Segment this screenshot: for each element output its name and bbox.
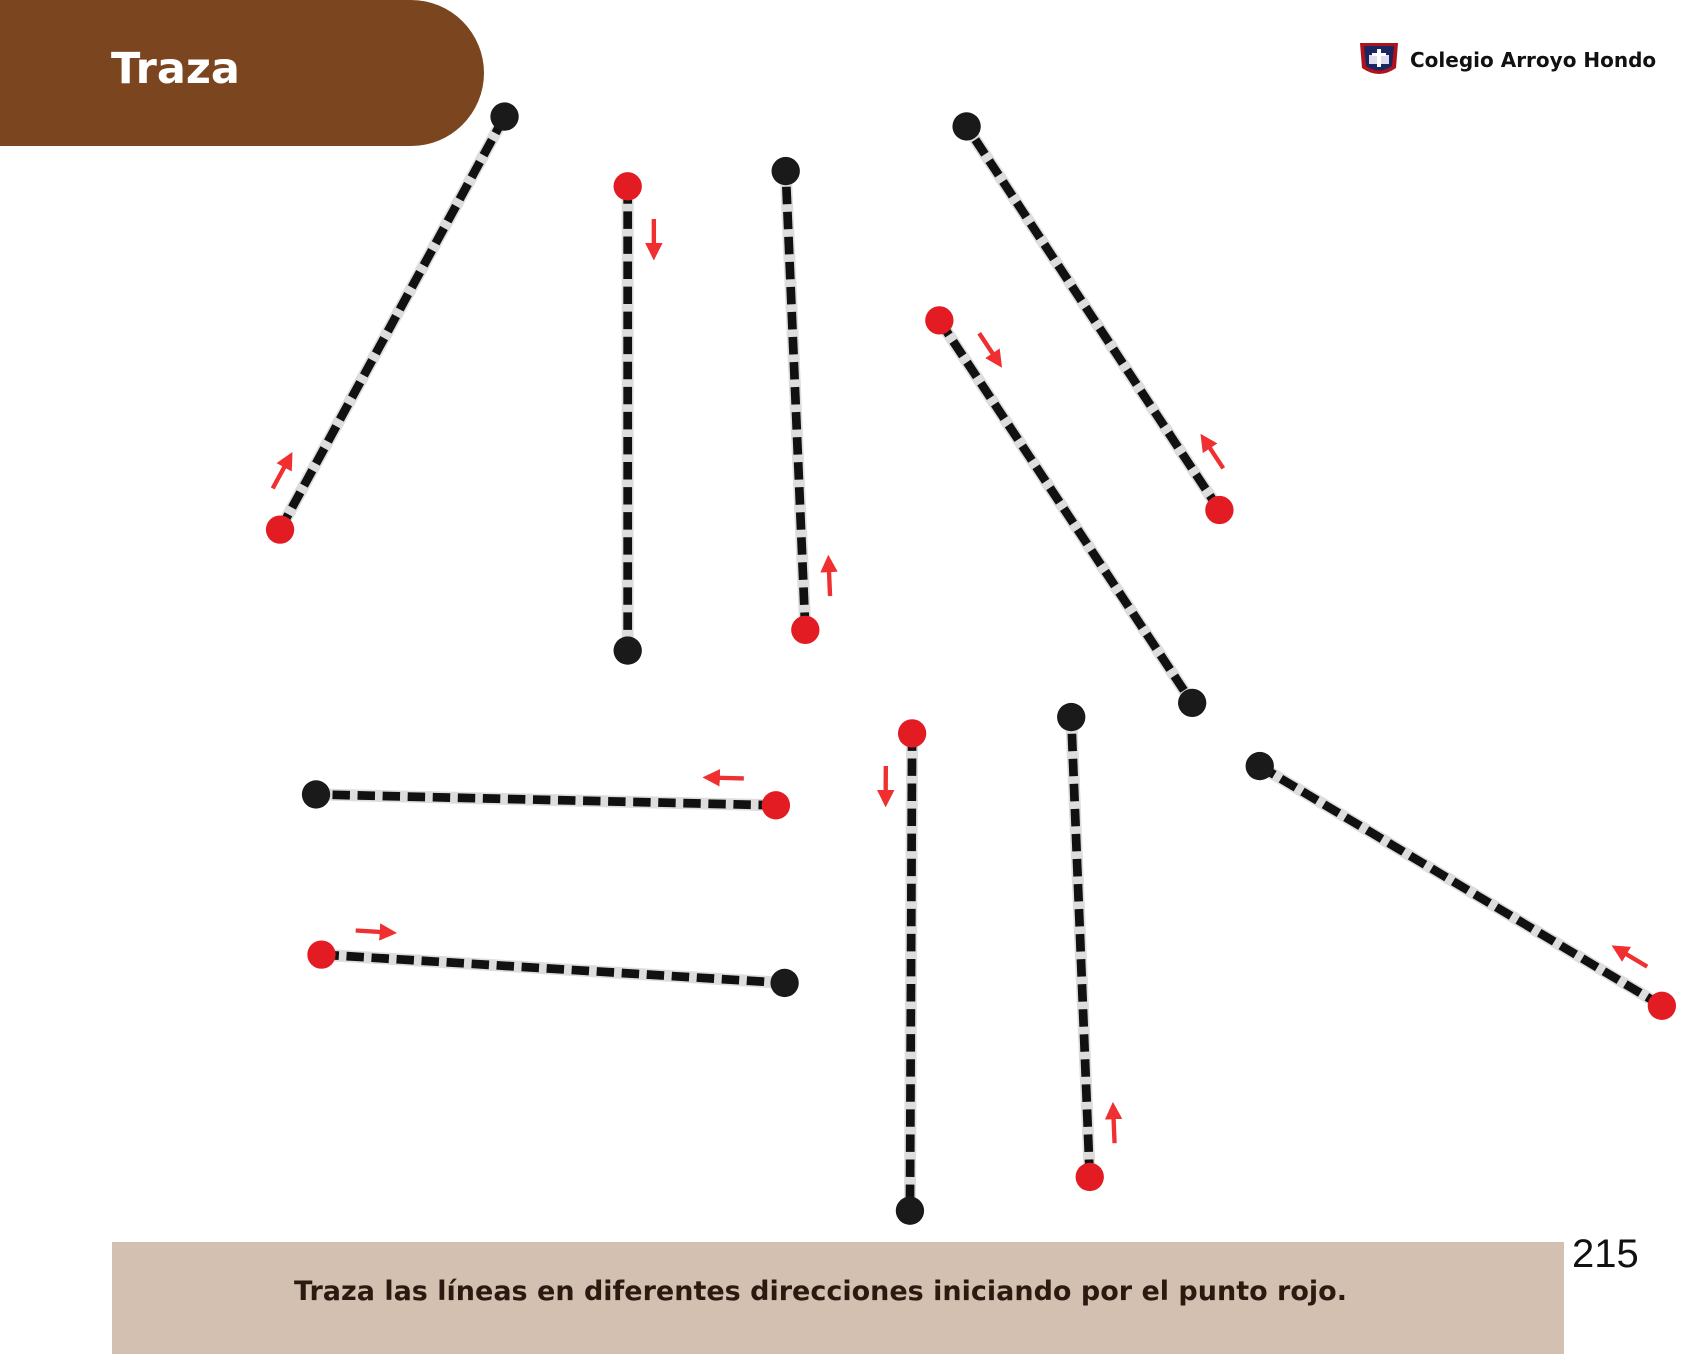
start-dot (1075, 1162, 1104, 1192)
dashed-trace-line (315, 790, 777, 810)
end-dot (1057, 702, 1086, 732)
start-dot (265, 515, 295, 544)
page-number: 215 (1572, 1232, 1639, 1276)
school-crest-icon (1360, 43, 1398, 74)
direction-arrow-icon (355, 923, 398, 941)
end-dot (613, 636, 642, 665)
dashed-trace-line (321, 950, 785, 988)
end-dot (1178, 688, 1207, 718)
start-dot (307, 940, 336, 969)
end-dot (770, 968, 799, 998)
end-dot (771, 156, 800, 186)
dashed-trace-line (935, 317, 1196, 706)
start-dot (761, 791, 791, 820)
start-dot (1647, 991, 1677, 1020)
direction-arrow-icon (977, 332, 1003, 368)
start-dot (897, 719, 927, 748)
instruction-box: Traza las líneas en diferentes direccion… (112, 1242, 1564, 1354)
section-header: Traza (0, 0, 484, 146)
dashed-trace-line (905, 733, 917, 1211)
start-dot (925, 306, 954, 335)
dashed-trace-line (1066, 716, 1095, 1178)
end-dot (895, 1196, 925, 1225)
dashed-trace-line (781, 170, 810, 631)
start-dot (791, 615, 820, 645)
school-name: Colegio Arroyo Hondo (1410, 48, 1657, 72)
dashed-trace-line (962, 124, 1224, 513)
dashed-trace-line (1257, 762, 1665, 1010)
section-title: Traza (111, 44, 240, 94)
instruction-text: Traza las líneas en diferentes direccion… (294, 1276, 1347, 1307)
direction-arrow-icon (1104, 1101, 1123, 1144)
direction-arrow-icon (702, 769, 744, 787)
direction-arrow-icon (1200, 433, 1226, 470)
start-dot (1205, 495, 1234, 525)
end-dot (1245, 751, 1274, 781)
start-dot (613, 172, 642, 201)
end-dot (301, 780, 331, 809)
end-dot (952, 112, 981, 141)
direction-arrow-icon (820, 554, 838, 597)
direction-arrow-icon (270, 452, 293, 490)
dashed-trace-line (276, 114, 509, 532)
direction-arrow-icon (1611, 945, 1649, 969)
school-brand: Colegio Arroyo Hondo (1358, 40, 1656, 80)
end-dot (490, 102, 519, 131)
